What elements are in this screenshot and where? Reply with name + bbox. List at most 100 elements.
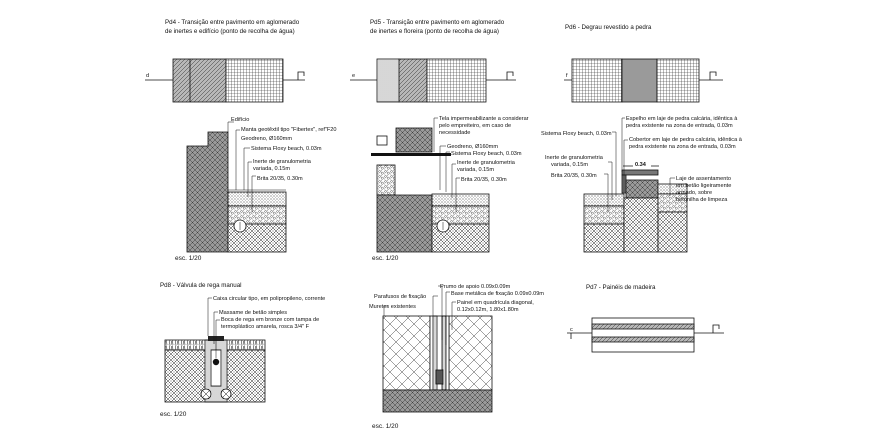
pd8-valve-head [212,358,220,366]
pd5-planter-wall-top [395,127,433,153]
detail-pd5: Pd5 - Transição entre pavimento em aglom… [350,19,529,262]
pd5-label-membrane-1: Tela impermeabilizante a considerar [439,116,529,122]
pd6-title: Pd6 - Degrau revestido a pedra [565,24,652,31]
pd6-label-riser-2: pedra existente na zona de entrada, 0.03… [626,123,733,129]
detail-pd7: Pd7 - Painéis de madeira c [567,284,724,353]
pd9-label-panel-2: 0.12x0.12m, 1.80x1.80m [457,307,519,313]
pd6-layer-gravel [583,205,625,225]
pd9-label-screws: Parafusos de fixação [374,294,426,300]
pd6-label-aggregate: Inerte de granulometria [545,155,604,161]
pd5-label-floxy: Sistema Floxy beach, 0.03m [451,151,522,157]
pd5-plan-planter [398,58,428,103]
pd6-upper-base [657,211,688,253]
pd7-panel-frame [591,317,695,353]
pd6-section-mark: f [566,73,568,79]
pd4-plan-pavement [225,58,284,103]
pd8-label-valve-2: termoplástico amarela, rosca 3/4" F [221,324,310,330]
pd6-layer-base [583,223,625,253]
pd5-section: Tela impermeabilizante a considerar pelo… [371,116,529,253]
detail-pd4: Pd4 - Transição entre pavimento em aglom… [145,19,337,262]
pd5-plan-planter-edge [376,58,400,103]
pd5-label-gravel: Brita 20/35, 0.30m [461,177,507,183]
pd9-label-base: Base metálica de fixação 0.09x0.09m [451,291,544,297]
pd5-plan-pavement [426,58,487,103]
pd6-step-slab [625,179,659,199]
pd9-scale: esc. 1/20 [372,423,399,430]
pd4-scale: esc. 1/20 [175,255,202,262]
pd5-label-aggregate: Inerte de granulometria [457,160,516,166]
pd5-scale: esc. 1/20 [372,255,399,262]
pd6-label-gravel: Brita 20/35, 0.30m [551,173,597,179]
pd5-section-arrow [506,71,514,80]
pd4-plan: d [145,58,305,103]
pd4-title-line1: Pd4 - Transição entre pavimento em aglom… [165,19,300,26]
pd6-label-slab-2: em betão ligeiramente [676,183,731,189]
pd6-label-aggregate-depth: variada, 0.15m [551,162,588,168]
pd7-plan: c [567,317,724,353]
pd8-scale: esc. 1/20 [160,411,187,418]
pd9-label-post: Prumo de apoio 0.09x0.09m [440,284,511,290]
pd6-step-foundation [623,197,659,253]
pd6-section: 0.34 Espelho em laje de pedra calcária, … [541,116,743,253]
pd8-label-valve-1: Boca de rega em bronze com tampa de [221,317,319,323]
pd9-base-plate [435,369,444,385]
pd8-section: Caixa circular tipo, em polipropileno, c… [164,296,325,403]
pd4-section-mark: d [146,73,149,79]
pd7-title: Pd7 - Painéis de madeira [586,284,656,291]
pd5-title-line2: de inertes e floreira (ponto de recolha … [370,28,499,35]
pd6-label-slab-1: Laje de assentamento [676,176,731,182]
pd9-panel-left [382,315,431,391]
pd4-label-aggregate-depth: variada, 0.15m [253,166,290,172]
pd7-panel-rail-bottom [591,336,695,343]
pd5-title-line1: Pd5 - Transição entre pavimento em aglom… [370,19,505,26]
detail-pd6: Pd6 - Degrau revestido a pedra f 0.34 [541,24,743,253]
pd4-title-line2: de inertes e edifício (ponto de recolha … [165,28,295,35]
pd9-section: Parafusos de fixação Muretes existentes … [369,284,544,413]
pd6-layer-sand [583,193,625,207]
pd4-plan-building [172,58,227,103]
pd6-label-riser-1: Espelho em laje de pedra calcária, idênt… [626,116,738,122]
pd8-title: Pd8 - Válvula de rega manual [160,282,242,289]
pd6-step-tread [621,169,659,176]
pd7-panel-rail-top [591,323,695,330]
pd7-section-mark: c [570,327,573,333]
pd5-section-mark: e [352,73,355,79]
pd6-label-slab-3: armado, sobre [676,190,712,196]
pd6-dimension: 0.34 [635,162,647,168]
pd7-section-arrow [712,324,720,333]
pd4-label-building: Edifício [231,117,249,123]
pd6-section-arrow [709,71,717,80]
pd8-label-box: Caixa circular tipo, em polipropileno, c… [213,296,325,302]
pd5-membrane [371,153,451,156]
pd6-label-tread-2: pedra existente na zona de entrada, 0.03… [629,144,736,150]
pd6-label-slab-4: betonilha de limpeza [676,197,728,203]
pd9-label-walls: Muretes existentes [369,304,416,310]
pd4-layer-sand [227,191,287,207]
pd9-panel-right [448,315,493,391]
detail-pd8: Pd8 - Válvula de rega manual Caixa circu… [160,282,325,418]
pd4-section-arrow [297,71,305,80]
pd5-label-membrane-2: pelo empreiteiro, em caso de [439,123,511,129]
pd6-label-floxy: Sistema Floxy beach, 0.03m [541,131,612,137]
pd4-label-gravel: Brita 20/35, 0.30m [257,176,303,182]
pd5-layer-base [431,223,490,253]
pd4-label-geodrain: Geodreno, Ø160mm [241,136,292,142]
pd4-building-wall [186,131,229,253]
pd4-label-floxy: Sistema Floxy beach, 0.03m [251,146,322,152]
pd6-plan-pavement-right [656,58,700,103]
pd5-label-membrane-3: necessidade [439,130,470,136]
pd9-label-panel-1: Painel em quadrícula diagonal, [457,300,534,306]
pd5-planter-soil [376,164,396,196]
pd6-plan: f [564,58,723,103]
pd5-plan: e [350,58,516,103]
pd5-label-geodrain: Geodreno, Ø160mm [447,144,498,150]
pd6-plan-step [621,58,658,103]
pd9-existing-wall [382,389,493,413]
pd5-planter-base [376,194,433,253]
pd4-label-geotextile: Manta geotêxtil tipo "Fibertex", ref"F20 [241,127,337,133]
pd5-layer-sand [431,193,490,207]
pd6-label-tread-1: Cobertor em laje de pedra calcária, idên… [629,137,743,143]
pd4-label-aggregate: Inerte de granulometria [253,159,312,165]
pd4-section: Edifício Manta geotêxtil tipo "Fibertex"… [186,117,337,253]
